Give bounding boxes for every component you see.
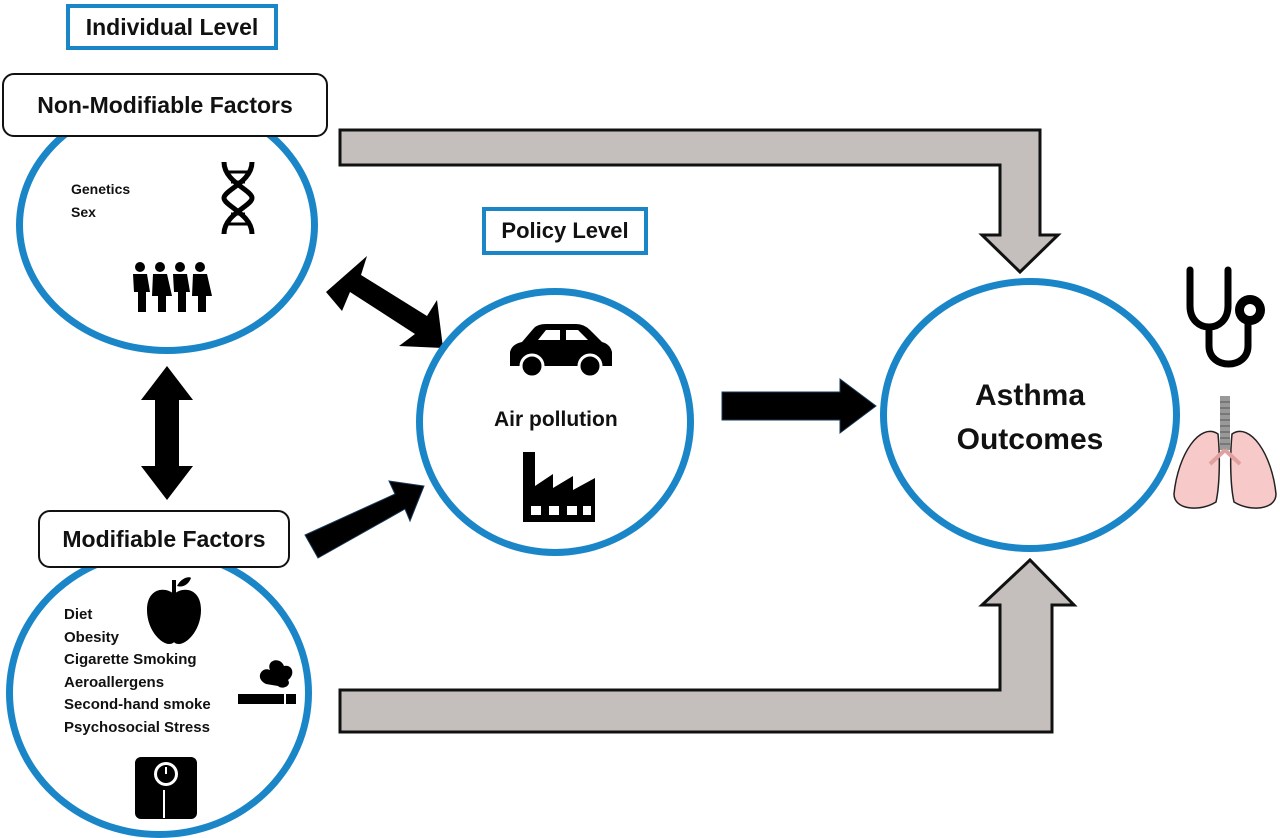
list-item: Cigarette Smoking: [64, 651, 197, 669]
list-item: Diet: [64, 606, 93, 623]
outcome-line-1: Asthma: [974, 379, 1086, 412]
non-modifiable-circle: [16, 96, 318, 354]
car-icon: [510, 324, 612, 379]
modifiable-title: Modifiable Factors: [38, 510, 290, 568]
factory-icon: [523, 452, 595, 522]
outcome-line-2: Outcomes: [956, 423, 1104, 456]
list-item: Obesity: [64, 628, 120, 646]
apple-icon: [147, 577, 201, 644]
cigarette-icon: [238, 660, 296, 704]
list-item: Sex: [71, 204, 96, 220]
list-item: Psychosocial Stress: [64, 718, 210, 736]
policy-level-label: Policy Level: [482, 207, 648, 255]
non-modifiable-title: Non-Modifiable Factors: [2, 73, 328, 137]
non-modifiable-list: Genetics Sex: [71, 178, 130, 224]
lungs-icon: [1173, 396, 1277, 509]
list-item: Aeroallergens: [64, 673, 165, 691]
air-pollution-label: Air pollution: [494, 408, 618, 431]
list-item: Genetics: [71, 181, 131, 197]
list-item: Second-hand smoke: [64, 696, 211, 714]
modifiable-list: Diet Obesity Cigarette Smoking Aeroaller…: [64, 604, 211, 740]
dna-icon: [221, 161, 255, 235]
outcome-circle: [880, 278, 1180, 552]
asthma-outcomes-label: Asthma Outcomes: [930, 374, 1130, 462]
scale-icon: [135, 757, 197, 819]
individual-level-label: Individual Level: [66, 4, 278, 50]
people-icon: [133, 262, 212, 312]
stethoscope-icon: [1186, 266, 1265, 368]
